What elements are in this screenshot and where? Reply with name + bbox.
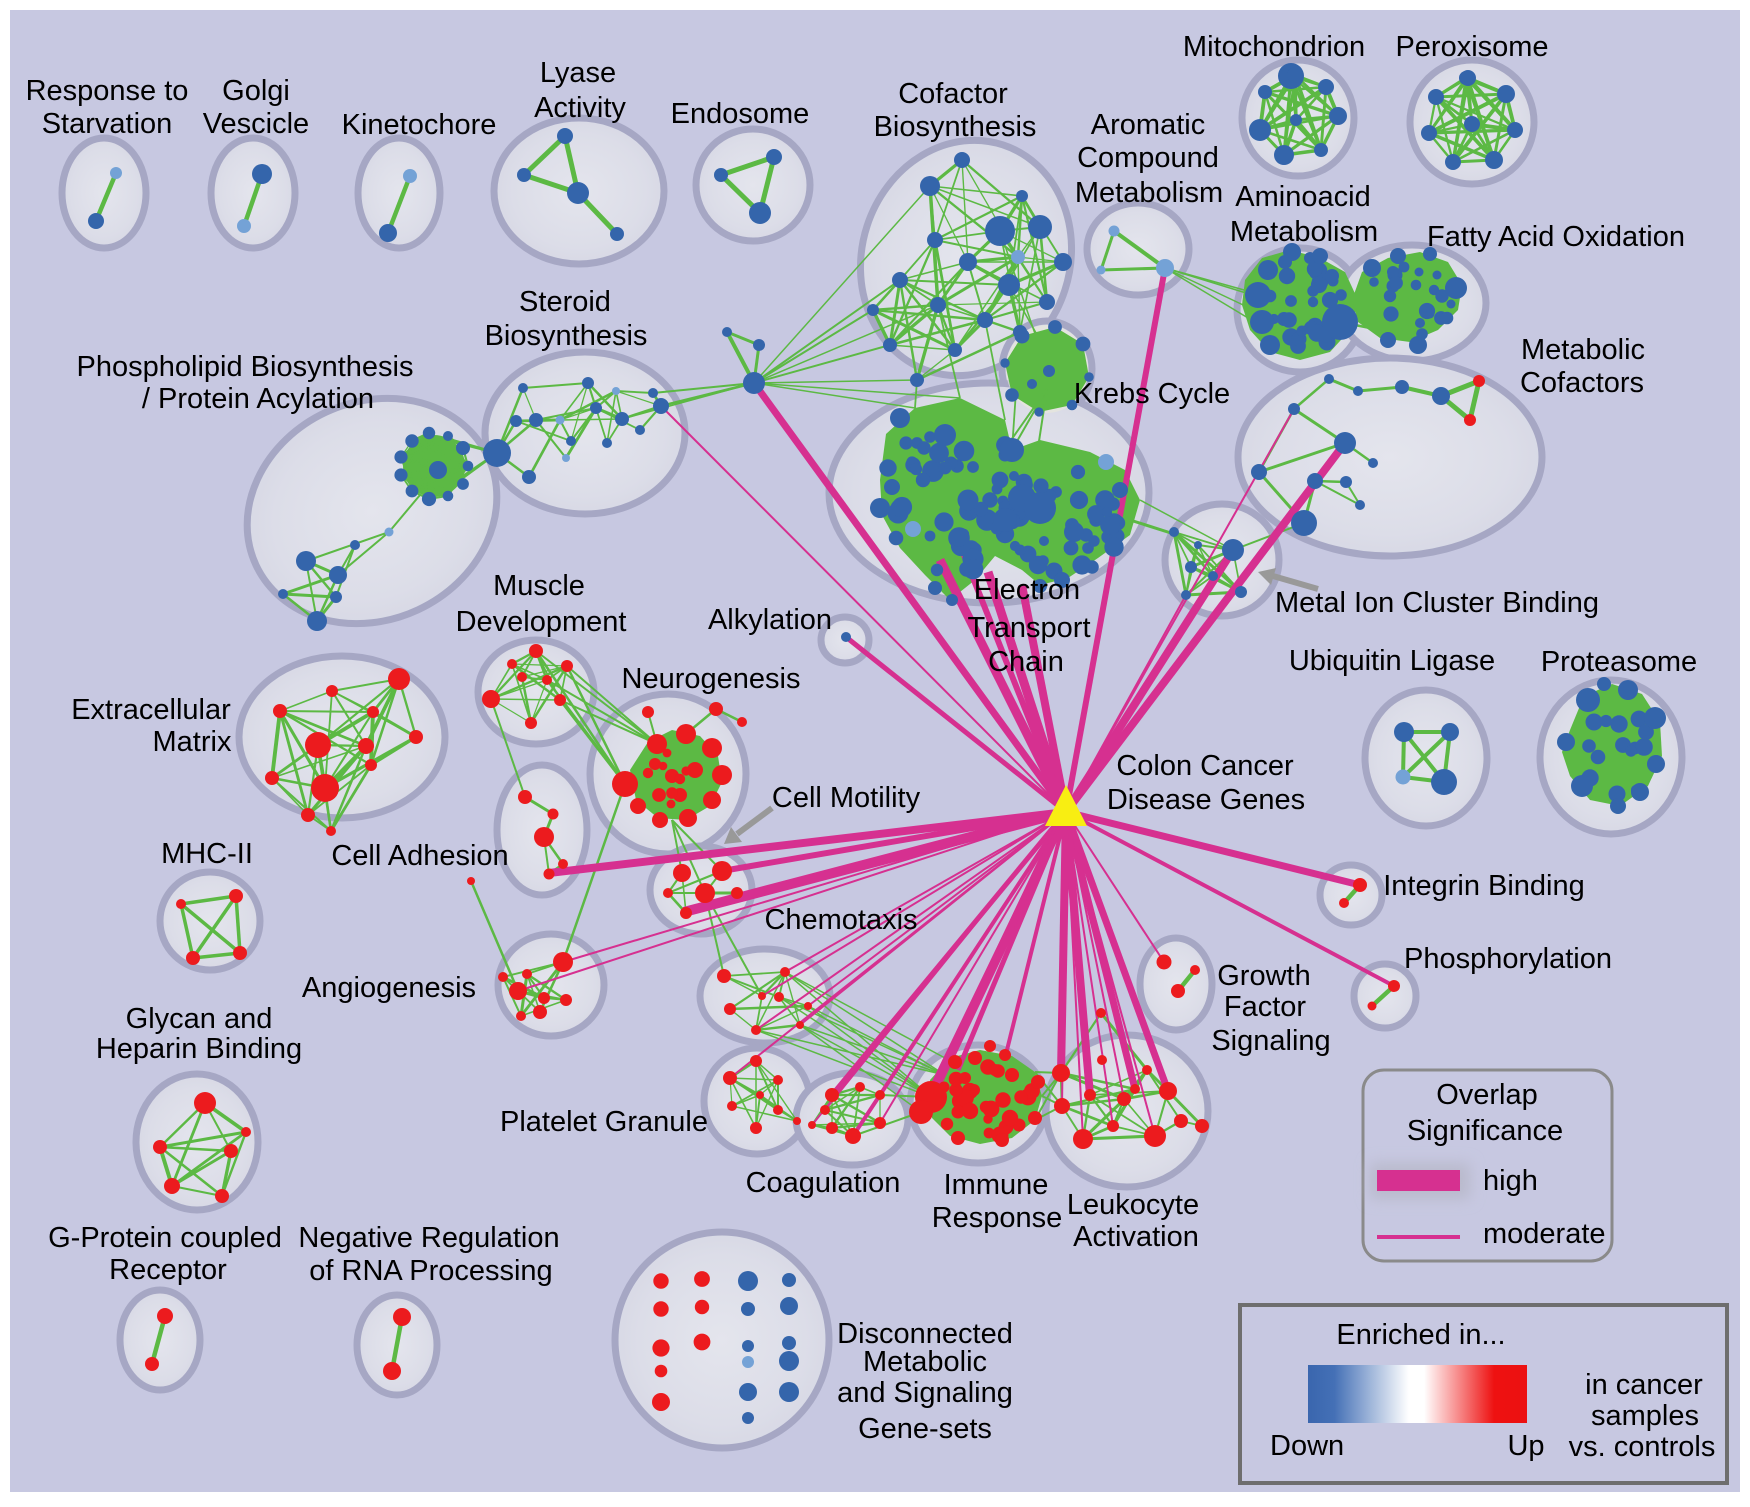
svg-text:Disease Genes: Disease Genes: [1107, 784, 1305, 816]
svg-text:Metabolism: Metabolism: [1230, 216, 1378, 248]
svg-text:Endosome: Endosome: [671, 98, 810, 130]
svg-text:Biosynthesis: Biosynthesis: [485, 320, 648, 352]
svg-text:Receptor: Receptor: [109, 1254, 227, 1286]
svg-text:Immune: Immune: [944, 1169, 1049, 1201]
svg-text:Glycan and: Glycan and: [126, 1003, 273, 1035]
svg-text:Aminoacid: Aminoacid: [1235, 181, 1370, 213]
svg-text:Metabolic: Metabolic: [1521, 334, 1645, 366]
svg-text:Starvation: Starvation: [42, 108, 173, 140]
svg-text:Golgi: Golgi: [222, 75, 290, 107]
svg-text:samples: samples: [1591, 1400, 1699, 1432]
svg-text:Angiogenesis: Angiogenesis: [302, 972, 476, 1004]
svg-text:Fatty Acid Oxidation: Fatty Acid Oxidation: [1427, 221, 1685, 253]
svg-text:Lyase: Lyase: [540, 57, 616, 89]
svg-text:vs. controls: vs. controls: [1569, 1431, 1716, 1463]
svg-text:Chemotaxis: Chemotaxis: [764, 904, 917, 936]
svg-text:Down: Down: [1270, 1430, 1344, 1462]
svg-text:Chain: Chain: [988, 646, 1064, 678]
svg-text:Metal Ion Cluster Binding: Metal Ion Cluster Binding: [1275, 587, 1599, 619]
svg-text:of RNA Processing: of RNA Processing: [309, 1255, 552, 1287]
svg-text:Negative Regulation: Negative Regulation: [298, 1222, 559, 1254]
svg-text:Phospholipid Biosynthesis: Phospholipid Biosynthesis: [77, 351, 414, 383]
svg-text:Phosphorylation: Phosphorylation: [1404, 943, 1612, 975]
svg-text:Leukocyte: Leukocyte: [1067, 1189, 1199, 1221]
svg-text:Cell Motility: Cell Motility: [772, 782, 921, 814]
svg-text:Metabolism: Metabolism: [1075, 177, 1223, 209]
svg-text:high: high: [1483, 1165, 1538, 1197]
svg-text:Growth: Growth: [1217, 960, 1310, 992]
svg-text:Factor: Factor: [1224, 991, 1307, 1023]
svg-text:Heparin Binding: Heparin Binding: [96, 1033, 302, 1065]
svg-text:Disconnected: Disconnected: [837, 1318, 1013, 1350]
svg-text:Ubiquitin Ligase: Ubiquitin Ligase: [1289, 645, 1495, 677]
svg-text:Coagulation: Coagulation: [746, 1167, 901, 1199]
svg-text:Vescicle: Vescicle: [203, 108, 309, 140]
svg-text:Mitochondrion: Mitochondrion: [1183, 31, 1365, 63]
svg-text:Development: Development: [456, 606, 627, 638]
svg-text:Biosynthesis: Biosynthesis: [874, 111, 1037, 143]
svg-text:G-Protein coupled: G-Protein coupled: [48, 1222, 282, 1254]
svg-text:Integrin Binding: Integrin Binding: [1383, 870, 1585, 902]
svg-text:Krebs Cycle: Krebs Cycle: [1074, 378, 1230, 410]
svg-text:MHC-II: MHC-II: [161, 838, 253, 870]
svg-text:Aromatic: Aromatic: [1091, 109, 1205, 141]
svg-text:Cell Adhesion: Cell Adhesion: [331, 840, 508, 872]
svg-text:Enriched in...: Enriched in...: [1336, 1319, 1505, 1351]
svg-text:Activation: Activation: [1073, 1221, 1199, 1253]
svg-text:moderate: moderate: [1483, 1218, 1606, 1250]
svg-text:/ Protein Acylation: / Protein Acylation: [142, 383, 374, 415]
svg-text:Compound: Compound: [1077, 142, 1219, 174]
svg-text:Transport: Transport: [967, 612, 1090, 644]
svg-text:Alkylation: Alkylation: [708, 604, 832, 636]
svg-text:Overlap: Overlap: [1436, 1079, 1538, 1111]
svg-text:and Signaling: and Signaling: [837, 1377, 1013, 1409]
svg-text:Response to: Response to: [26, 75, 189, 107]
svg-text:Peroxisome: Peroxisome: [1395, 31, 1548, 63]
svg-text:Matrix: Matrix: [153, 726, 232, 758]
svg-text:Electron: Electron: [974, 574, 1080, 606]
svg-text:Extracellular: Extracellular: [71, 694, 231, 726]
svg-text:Up: Up: [1507, 1430, 1544, 1462]
svg-text:Gene-sets: Gene-sets: [858, 1413, 992, 1445]
svg-text:Activity: Activity: [534, 92, 626, 124]
svg-text:Steroid: Steroid: [519, 286, 611, 318]
svg-text:in cancer: in cancer: [1585, 1369, 1703, 1401]
svg-text:Muscle: Muscle: [493, 570, 585, 602]
svg-text:Platelet Granule: Platelet Granule: [500, 1106, 708, 1138]
svg-text:Significance: Significance: [1407, 1115, 1563, 1147]
svg-text:Proteasome: Proteasome: [1541, 646, 1697, 678]
svg-text:Response: Response: [932, 1202, 1063, 1234]
svg-text:Signaling: Signaling: [1211, 1025, 1330, 1057]
svg-text:Neurogenesis: Neurogenesis: [622, 663, 801, 695]
svg-text:Cofactor: Cofactor: [898, 78, 1008, 110]
svg-text:Kinetochore: Kinetochore: [342, 109, 497, 141]
svg-text:Metabolic: Metabolic: [863, 1346, 987, 1378]
svg-text:Cofactors: Cofactors: [1520, 367, 1644, 399]
svg-text:Colon Cancer: Colon Cancer: [1116, 750, 1294, 782]
